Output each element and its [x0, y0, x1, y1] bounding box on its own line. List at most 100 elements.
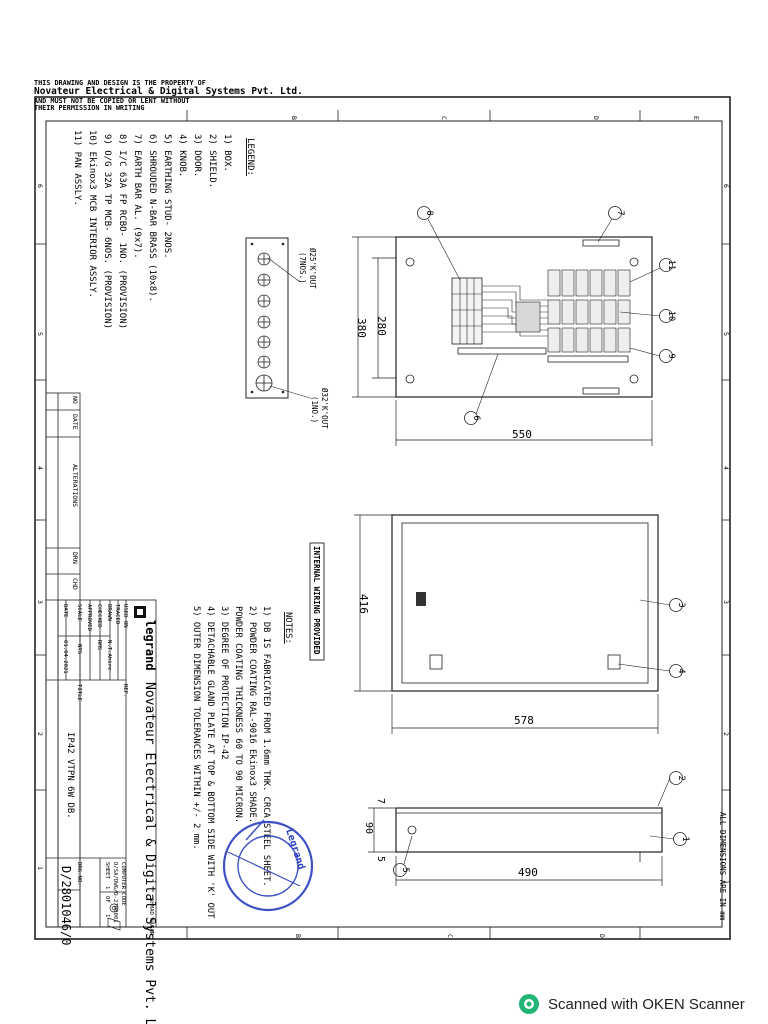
note-item: 2) POWDER COATING RAL-9016 Ekinox3 SHADE… — [247, 606, 257, 823]
tb-of: OF — [104, 896, 110, 903]
grid-number: 2 — [722, 732, 730, 736]
rev-col-alterations: ALTERATIONS — [71, 464, 79, 507]
balloon-7: 7 — [615, 210, 625, 215]
balloon-4: 4 — [676, 668, 686, 673]
balloon-3: 3 — [676, 602, 686, 607]
tb-drawn-by: N.T.Ahire — [106, 640, 112, 671]
company-stamp — [222, 819, 314, 912]
dim-lines-front — [354, 514, 659, 734]
tb-drawn: DRAWN — [106, 604, 112, 621]
tb-date: DATE — [62, 604, 68, 618]
internal-wiring-note: INTERNAL WIRING PROVIDED — [312, 546, 321, 655]
notes-title: NOTES: — [283, 612, 293, 644]
gland-small-label: Ø25'K'OUT — [308, 248, 317, 289]
internal-view — [395, 236, 653, 398]
tb-date-val: 01.04.2021 — [62, 640, 68, 674]
dim-5: 5 — [375, 856, 386, 862]
tb-of-val: 1 — [104, 914, 110, 917]
grid-number: 1 — [722, 880, 730, 884]
tb-dwg-no: DRG.NO. — [76, 862, 82, 886]
balloon-numbers: 1 2 3 4 5 6 7 8 9 10 11 — [400, 210, 690, 872]
legend-title: LEGEND: — [245, 138, 255, 176]
dim-7: 7 — [375, 798, 386, 804]
outer-frame — [34, 96, 731, 940]
dim-490: 490 — [518, 866, 538, 879]
tb-checked: CHECKED — [96, 604, 102, 628]
dim-416: 416 — [357, 594, 370, 614]
dim-550: 550 — [512, 428, 532, 441]
note-item: 4) DETACHABLE GLAND PLATE AT TOP & BOTTO… — [205, 606, 215, 919]
revision-headers: NO DATE ALTERATIONS DRN CHD — [71, 396, 79, 590]
oken-scanner-icon — [519, 994, 539, 1014]
legend-item: 4) KNOB. — [177, 134, 187, 177]
note-item: 5) OUTER DIMENSION TOLERANCES WITHIN +/-… — [191, 606, 201, 850]
grid-labels: B C D E B C D 6 5 4 3 2 1 6 5 4 3 2 1 — [36, 116, 730, 938]
tb-title-val: IP42 VTPN 6W DB. — [65, 732, 75, 819]
dim-lines-internal — [352, 236, 653, 446]
tb-computer-code-val: D/SA/DWG/D-2700001 — [112, 862, 118, 923]
tb-approved: APPROVED — [86, 604, 92, 632]
dim-578: 578 — [514, 714, 534, 727]
legend-item: 3) DOOR. — [192, 134, 202, 177]
title-block — [45, 599, 157, 928]
ownership-line4: THEIR PERMISSION IN WRITING — [34, 104, 145, 112]
grid-letter: C — [440, 116, 448, 120]
rev-col-no: NO — [71, 396, 79, 404]
grid-letter: D — [598, 934, 606, 938]
leader-lines — [403, 218, 675, 865]
grid-ticks — [35, 110, 730, 939]
note-item: 1) DB IS FABRICATED FROM 1.6mm THK. CRCA… — [261, 606, 271, 887]
grid-number: 2 — [36, 732, 44, 736]
legend-item: 7) EARTH BAR AL. (9x7). — [132, 134, 142, 259]
grid-number: 4 — [722, 466, 730, 470]
tb-traced: TRACED — [114, 604, 120, 625]
tb-computer-code: COMPUTER CODE — [120, 862, 126, 906]
ownership-line3: AND MUST NOT BE COPIED OR LENT WITHOUT — [34, 97, 190, 105]
grid-letter: D — [592, 116, 600, 120]
tb-checked-by: RMS — [96, 640, 102, 650]
legrand-brand: legrand — [143, 620, 157, 671]
tb-scale-val: NTS — [76, 644, 82, 654]
side-view — [395, 807, 663, 862]
gland-large-label: Ø32'K'OUT — [320, 388, 329, 429]
legend-item: 1) BOX. — [222, 134, 232, 172]
legrand-logo — [134, 606, 146, 618]
grid-number: 6 — [722, 184, 730, 188]
legend-item: 8) I/C 63A FP RCBO- 1NO. (PROVISION) — [117, 134, 127, 329]
tb-scale: SCALE — [76, 604, 82, 621]
grid-number: 3 — [36, 600, 44, 604]
projection-symbol-icon — [107, 903, 121, 931]
grid-letter: B — [290, 116, 298, 120]
balloon-5: 5 — [400, 867, 410, 872]
grid-letter: C — [446, 934, 454, 938]
gland-large-qty: (1NO.) — [310, 396, 319, 423]
balloon-10: 10 — [666, 311, 676, 321]
note-item: POWDER COATING THICKNESS 60 TO 90 MICRON… — [233, 606, 243, 823]
balloon-6: 6 — [471, 415, 481, 420]
scanner-watermark-text: Scanned with OKEN Scanner — [548, 995, 745, 1013]
legend-item: 10) Ekinox3 MCB INTERIOR ASSLY. — [87, 130, 97, 298]
tb-ref: REF. — [122, 684, 128, 697]
tb-dwg-no-val: D/2801046/0 — [59, 866, 73, 945]
ownership-line2: Novateur Electrical & Digital Systems Pv… — [34, 86, 303, 97]
grid-number: 6 — [36, 184, 44, 188]
gland-small-qty: (7NOS.) — [298, 252, 307, 284]
balloons — [393, 206, 687, 877]
grid-number: 5 — [722, 332, 730, 336]
title-block-labels: USED ON REF. TRACED DRAWN N.T.Ahire CHEC… — [62, 604, 154, 936]
rev-col-chd: CHD — [71, 578, 79, 590]
tb-sheet-val: 1 — [104, 886, 110, 889]
legend-item: 5) EARTHING STUD- 2NOS. — [162, 134, 172, 259]
grid-number: 1 — [36, 866, 44, 870]
balloon-11: 11 — [666, 260, 676, 270]
balloon-1: 1 — [680, 836, 690, 841]
company-name: Novateur Electrical & Digital Systems Pv… — [142, 682, 157, 1024]
grid-number: 3 — [722, 600, 730, 604]
balloon-9: 9 — [666, 353, 676, 358]
rev-col-date: DATE — [71, 414, 79, 430]
rev-col-drn: DRN — [71, 552, 79, 564]
tb-title-label: TITLE — [76, 684, 82, 701]
grid-number: 5 — [36, 332, 44, 336]
note-item: 3) DEGREE OF PROTECTION IP-42 — [219, 606, 229, 760]
